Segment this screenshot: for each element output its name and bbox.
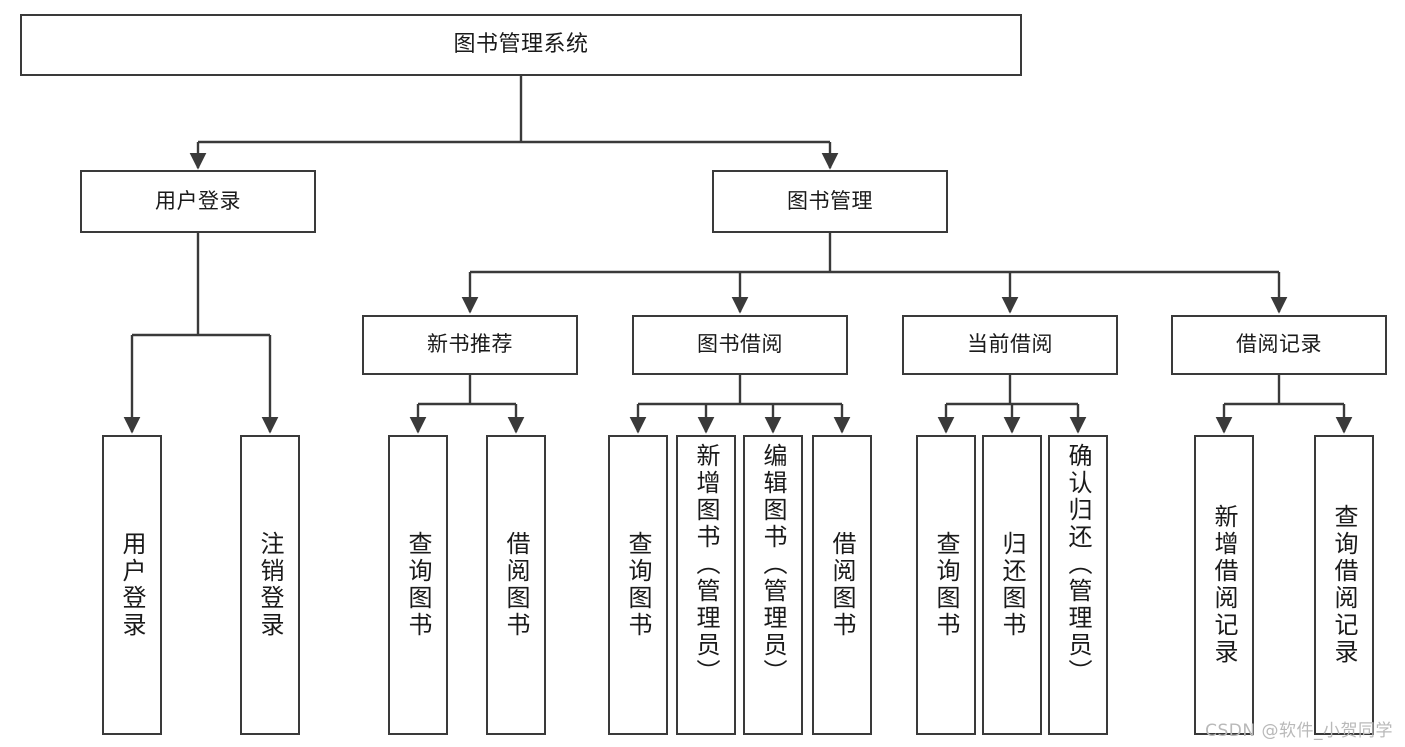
node-book-manage-label: 图书管理 bbox=[787, 188, 873, 213]
node-book-borrow-label: 图书借阅 bbox=[697, 332, 783, 357]
node-book-borrow[interactable]: 图书借阅 bbox=[632, 315, 848, 375]
node-leaf-return-book[interactable]: 归还图书 bbox=[982, 435, 1042, 735]
node-current-borrow[interactable]: 当前借阅 bbox=[902, 315, 1118, 375]
node-leaf-add-book[interactable]: 新增图书（管理员） bbox=[676, 435, 736, 735]
node-user-login-label: 用户登录 bbox=[155, 188, 241, 213]
node-leaf-logout[interactable]: 注销登录 bbox=[240, 435, 300, 735]
node-leaf-confirm-return[interactable]: 确认归还（管理员） bbox=[1048, 435, 1108, 735]
node-leaf-query-book-1-label: 查询图书 bbox=[404, 531, 432, 639]
node-leaf-query-book-3-label: 查询图书 bbox=[932, 531, 960, 639]
node-root[interactable]: 图书管理系统 bbox=[20, 14, 1022, 76]
node-leaf-logout-label: 注销登录 bbox=[256, 531, 284, 639]
node-leaf-add-book-label: 新增图书（管理员） bbox=[692, 443, 720, 686]
node-leaf-query-book-2[interactable]: 查询图书 bbox=[608, 435, 668, 735]
node-leaf-confirm-return-label: 确认归还（管理员） bbox=[1064, 443, 1092, 686]
node-user-login[interactable]: 用户登录 bbox=[80, 170, 316, 233]
node-current-borrow-label: 当前借阅 bbox=[967, 332, 1053, 357]
node-leaf-borrow-book-1[interactable]: 借阅图书 bbox=[486, 435, 546, 735]
node-leaf-user-login-label: 用户登录 bbox=[118, 531, 146, 639]
node-leaf-query-record-label: 查询借阅记录 bbox=[1330, 504, 1358, 666]
node-leaf-borrow-book-2[interactable]: 借阅图书 bbox=[812, 435, 872, 735]
node-leaf-borrow-book-2-label: 借阅图书 bbox=[828, 531, 856, 639]
node-leaf-add-record-label: 新增借阅记录 bbox=[1210, 504, 1238, 666]
node-leaf-query-book-3[interactable]: 查询图书 bbox=[916, 435, 976, 735]
watermark: CSDN @软件_小贺同学 bbox=[1205, 721, 1393, 741]
node-leaf-add-record[interactable]: 新增借阅记录 bbox=[1194, 435, 1254, 735]
node-root-label: 图书管理系统 bbox=[453, 31, 589, 57]
node-borrow-record[interactable]: 借阅记录 bbox=[1171, 315, 1387, 375]
node-leaf-edit-book[interactable]: 编辑图书（管理员） bbox=[743, 435, 803, 735]
node-leaf-query-record[interactable]: 查询借阅记录 bbox=[1314, 435, 1374, 735]
node-leaf-borrow-book-1-label: 借阅图书 bbox=[502, 531, 530, 639]
node-new-book-recommend[interactable]: 新书推荐 bbox=[362, 315, 578, 375]
node-leaf-edit-book-label: 编辑图书（管理员） bbox=[759, 443, 787, 686]
node-leaf-user-login[interactable]: 用户登录 bbox=[102, 435, 162, 735]
node-book-manage[interactable]: 图书管理 bbox=[712, 170, 948, 233]
node-leaf-query-book-2-label: 查询图书 bbox=[624, 531, 652, 639]
node-leaf-return-book-label: 归还图书 bbox=[998, 531, 1026, 639]
node-new-book-recommend-label: 新书推荐 bbox=[427, 332, 513, 357]
node-leaf-query-book-1[interactable]: 查询图书 bbox=[388, 435, 448, 735]
node-borrow-record-label: 借阅记录 bbox=[1236, 332, 1322, 357]
